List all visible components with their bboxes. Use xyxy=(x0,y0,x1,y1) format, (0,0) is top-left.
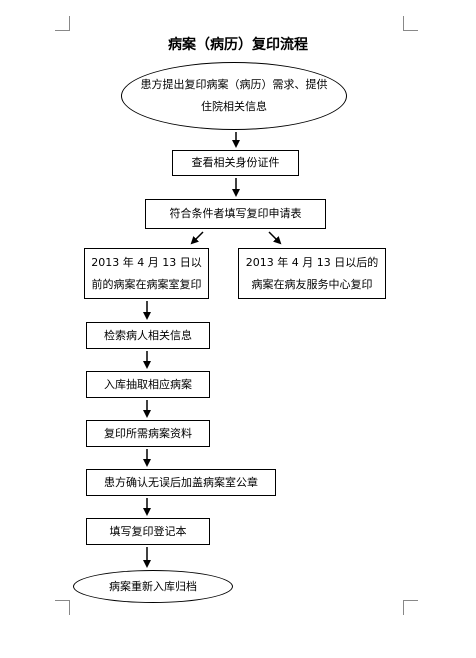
page-corner-mark-top-left xyxy=(55,16,70,31)
page-corner-mark-top-right xyxy=(403,16,418,31)
flow-node-end: 病案重新入库归档 xyxy=(73,570,233,603)
flow-node-retrieve-info-label: 检索病人相关信息 xyxy=(104,328,192,342)
flow-node-after-date-label: 2013 年 4 月 13 日以后的病案在病友服务中心复印 xyxy=(245,255,379,291)
flow-node-end-label: 病案重新入库归档 xyxy=(109,579,197,593)
flow-node-after-date: 2013 年 4 月 13 日以后的病案在病友服务中心复印 xyxy=(238,248,386,299)
flow-node-pull-records-label: 入库抽取相应病案 xyxy=(104,377,192,391)
arrow-form-to-before xyxy=(190,231,204,245)
page-corner-mark-bottom-left xyxy=(55,600,70,615)
flow-node-before-date: 2013 年 4 月 13 日以前的病案在病案室复印 xyxy=(84,248,209,299)
flow-node-fill-form: 符合条件者填写复印申请表 xyxy=(145,199,326,229)
arrow-form-to-after xyxy=(268,231,282,245)
flow-node-check-id: 查看相关身份证件 xyxy=(172,150,299,176)
flow-node-register: 填写复印登记本 xyxy=(86,518,210,545)
page-corner-mark-bottom-right xyxy=(403,600,418,615)
flow-node-check-id-label: 查看相关身份证件 xyxy=(191,156,280,169)
page-title: 病案（病历）复印流程 xyxy=(168,37,308,53)
flow-node-start-label: 患方提出复印病案（病历）需求、提供住院相关信息 xyxy=(140,78,328,113)
flow-node-confirm-stamp-label: 患方确认无误后加盖病案室公章 xyxy=(104,475,258,489)
flow-node-confirm-stamp: 患方确认无误后加盖病案室公章 xyxy=(86,469,276,496)
flow-node-fill-form-label: 符合条件者填写复印申请表 xyxy=(169,207,302,220)
flow-node-start: 患方提出复印病案（病历）需求、提供住院相关信息 xyxy=(121,62,347,130)
flow-node-pull-records: 入库抽取相应病案 xyxy=(86,371,210,398)
flow-node-copy-records: 复印所需病案资料 xyxy=(86,420,210,447)
flow-node-before-date-label: 2013 年 4 月 13 日以前的病案在病案室复印 xyxy=(91,255,202,291)
flow-node-register-label: 填写复印登记本 xyxy=(109,524,187,538)
flow-node-retrieve-info: 检索病人相关信息 xyxy=(86,322,210,349)
flow-node-copy-records-label: 复印所需病案资料 xyxy=(104,426,192,440)
